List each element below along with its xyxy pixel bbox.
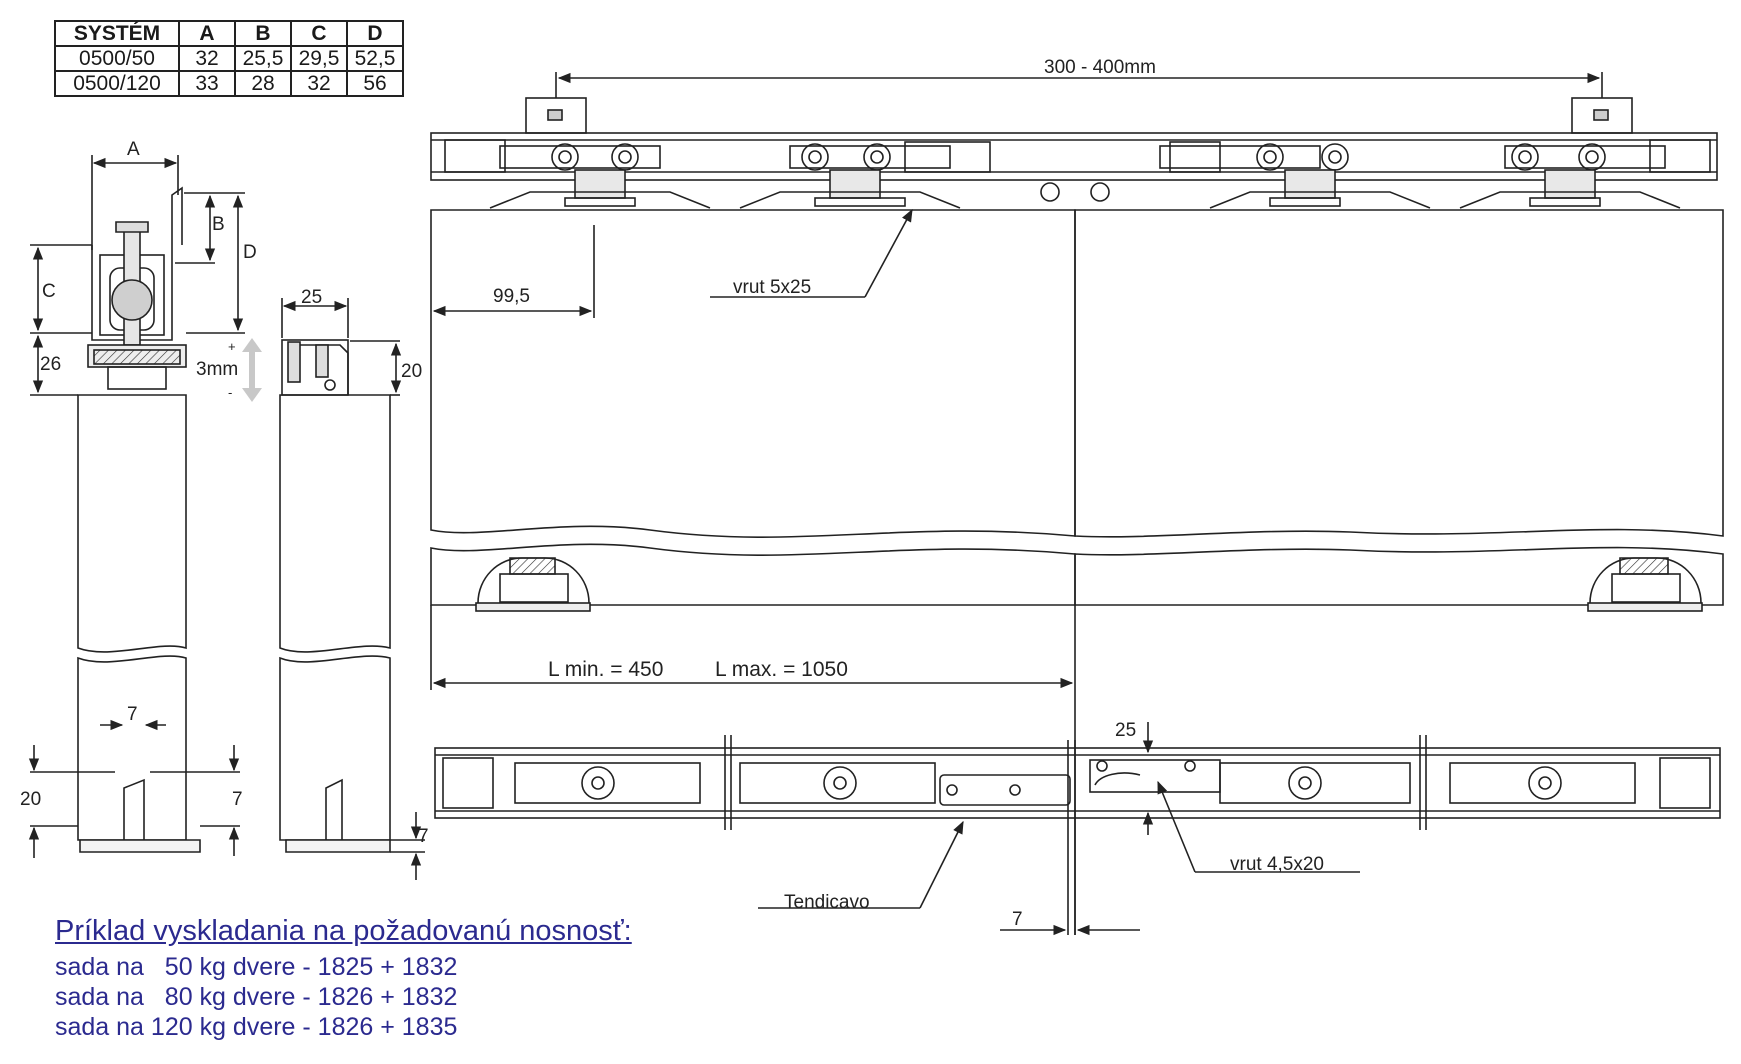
load-example: Príklad vyskladania na požadovanú nosnos… bbox=[55, 915, 632, 1042]
col-header-c: C bbox=[290, 20, 348, 47]
table-row: 0500/50 32 25,5 29,5 52,5 bbox=[54, 45, 404, 72]
carriage-2 bbox=[789, 141, 991, 207]
table-cell: 56 bbox=[346, 70, 404, 97]
example-line-120kg: sada na 120 kg dvere - 1826 + 1835 bbox=[55, 1013, 458, 1041]
adjust-label: 3mm bbox=[196, 359, 239, 380]
table-cell: 52,5 bbox=[346, 45, 404, 72]
example-line-50kg: sada na 50 kg dvere - 1825 + 1832 bbox=[55, 953, 458, 981]
spec-table: SYSTÉM A B C D 0500/50 32 25,5 29,5 52,5… bbox=[54, 20, 404, 97]
dim-label-26: 26 bbox=[40, 354, 62, 375]
narrow-dim-25: 25 bbox=[301, 287, 323, 308]
bottom-view bbox=[434, 722, 1721, 936]
example-line-80kg: sada na 80 kg dvere - 1826 + 1832 bbox=[55, 983, 458, 1011]
bottom-dim-25: 25 bbox=[1115, 720, 1137, 741]
front-view bbox=[430, 72, 1724, 935]
span-label: 300 - 400mm bbox=[1044, 57, 1156, 78]
example-title: Príklad vyskladania na požadovanú nosnos… bbox=[55, 915, 632, 947]
dim-label-c: C bbox=[42, 281, 56, 302]
lmax-label: L max. = 1050 bbox=[715, 658, 848, 681]
adjust-plus: + bbox=[228, 339, 236, 354]
carriage-3 bbox=[1159, 141, 1349, 207]
dim-label-a: A bbox=[127, 139, 140, 160]
table-cell: 0500/50 bbox=[54, 45, 180, 72]
floor-guide-right bbox=[1587, 557, 1703, 612]
dim-label-b: B bbox=[212, 214, 225, 235]
offset-label: 99,5 bbox=[493, 286, 530, 307]
table-cell: 25,5 bbox=[234, 45, 292, 72]
adjust-minus: - bbox=[228, 385, 233, 400]
dim-label-d: D bbox=[243, 242, 257, 263]
table-cell: 32 bbox=[290, 70, 348, 97]
carriage-1 bbox=[499, 143, 661, 207]
floor-guide-left bbox=[475, 557, 591, 612]
table-cell: 33 bbox=[178, 70, 236, 97]
narrow-dim-20: 20 bbox=[401, 361, 423, 382]
side-view-narrow bbox=[279, 298, 425, 880]
dim-label-7-right: 7 bbox=[232, 789, 243, 810]
gap-label: 7 bbox=[1012, 909, 1023, 930]
table-cell: 0500/120 bbox=[54, 70, 180, 97]
col-header-b: B bbox=[234, 20, 292, 47]
col-header-a: A bbox=[178, 20, 236, 47]
side-view-left bbox=[28, 155, 245, 858]
height-adjust-arrow bbox=[242, 338, 262, 402]
dim-label-7-top: 7 bbox=[127, 704, 138, 725]
table-cell: 28 bbox=[234, 70, 292, 97]
table-row: 0500/120 33 28 32 56 bbox=[54, 70, 404, 97]
screw-label-top: vrut 5x25 bbox=[733, 277, 812, 298]
col-header-d: D bbox=[346, 20, 404, 47]
table-cell: 29,5 bbox=[290, 45, 348, 72]
spec-table-header: SYSTÉM A B C D bbox=[54, 20, 404, 47]
narrow-dim-7: 7 bbox=[418, 826, 429, 847]
lmin-label: L min. = 450 bbox=[548, 658, 664, 681]
col-header-system: SYSTÉM bbox=[54, 20, 180, 47]
carriage-4 bbox=[1504, 143, 1666, 207]
dim-label-20-bottom: 20 bbox=[20, 789, 42, 810]
tensioner-label: Tendicavo bbox=[784, 892, 870, 913]
screw-label-bottom: vrut 4,5x20 bbox=[1230, 854, 1324, 875]
table-cell: 32 bbox=[178, 45, 236, 72]
